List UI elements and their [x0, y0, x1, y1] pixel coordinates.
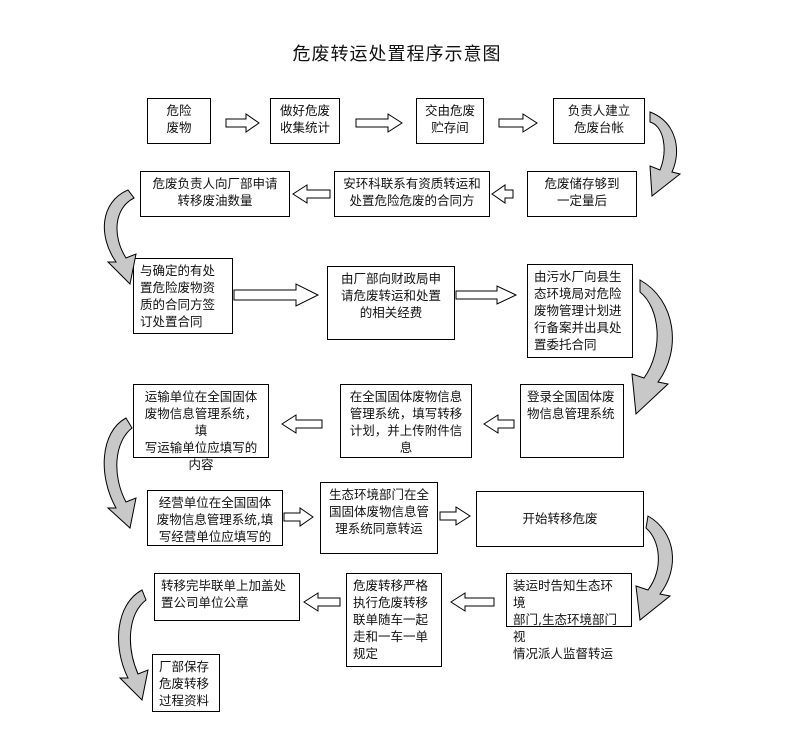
step-ledger: 负责人建立 危废台帐	[553, 98, 645, 144]
step-notify-environment: 装运时告知生态环境 部门,生态环境部门视 情况派人监督转运	[506, 573, 632, 661]
step-fill-plan: 在全国固体废物信息 管理系统，填写转移 计划，并上传附件信 息	[340, 384, 472, 458]
turn-arrow	[118, 589, 149, 702]
step-login-system: 登录全国固体废 物信息管理系统	[520, 384, 624, 458]
arrow-right	[355, 113, 403, 133]
step-apply-quantity: 危废负责人向厂部申请 转移废油数量	[140, 171, 290, 217]
step-hazardous-waste: 危险 废物	[147, 98, 211, 144]
arrow-left	[483, 414, 515, 434]
arrow-left	[281, 414, 323, 434]
arrow-left	[491, 184, 514, 204]
arrow-right	[233, 283, 320, 307]
step-storage-room: 交由危废 贮存间	[416, 98, 484, 144]
step-contact-contractor: 安环科联系有资质转运和 处置危险危废的合同方	[334, 171, 490, 217]
step-apply-funds: 由厂部向财政局申 请危废转运和处置 的相关经费	[327, 266, 455, 340]
turn-arrow	[649, 111, 682, 197]
step-filing-plan: 由污水厂向县生 态环境局对危险 废物管理计划进 行备案并出具处 置委托合同	[527, 264, 633, 358]
arrow-right	[439, 506, 471, 526]
step-environment-approve: 生态环境部门在全 国固体废物信息管 理系统同意转运	[320, 482, 438, 554]
arrow-right	[498, 113, 538, 133]
turn-arrow	[635, 515, 673, 621]
step-sign-contract: 与确定的有处 置危险废物资 质的合同方签 订处置合同	[133, 258, 233, 334]
step-start-transfer: 开始转移危废	[476, 491, 644, 547]
step-operator-fill: 经营单位在全国固体 废物信息管理系统,填 写经营单位应填写的	[147, 490, 283, 546]
diagram-title: 危废转运处置程序示意图	[292, 44, 502, 65]
step-manifest-rules: 危废转移严格 执行危废转移 联单随车一起 走和一车一单 规定	[346, 573, 442, 667]
arrow-left	[292, 184, 331, 204]
turn-arrow	[631, 279, 673, 416]
arrow-right	[455, 285, 518, 305]
step-collect-statistics: 做好危废 收集统计	[270, 98, 340, 144]
step-storage-threshold: 危废储存够到 一定量后	[527, 171, 637, 217]
step-transporter-fill: 运输单位在全国固体 废物信息管理系统，填 写运输单位应填写的 内容	[133, 384, 269, 472]
turn-arrow	[103, 189, 137, 286]
arrow-right	[283, 507, 314, 527]
step-stamp-manifest: 转移完毕联单上加盖处 置公司单位公章	[154, 573, 300, 621]
arrow-left	[450, 592, 495, 612]
step-keep-records: 厂部保存 危废转移 过程资料	[152, 654, 220, 712]
arrow-left	[303, 592, 341, 612]
arrow-right	[225, 113, 260, 133]
turn-arrow	[103, 417, 137, 529]
